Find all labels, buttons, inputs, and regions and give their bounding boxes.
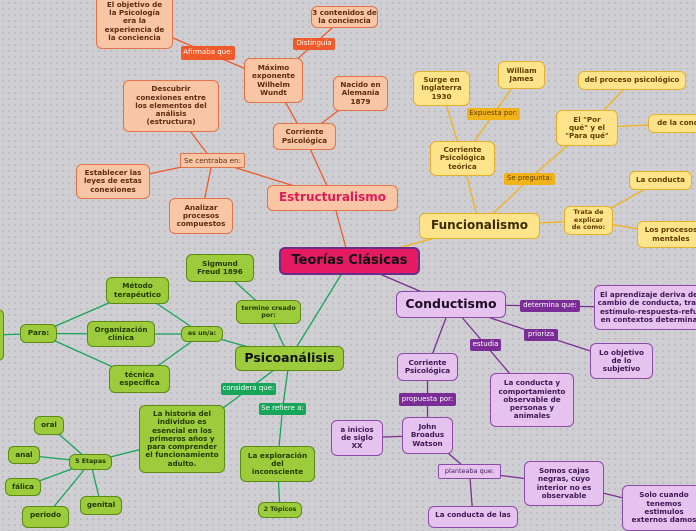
proceso-psicologico-node[interactable]: del proceso psicológico — [578, 71, 686, 90]
watson-node[interactable]: John Broadus Watson — [402, 417, 453, 454]
prioriza-label[interactable]: prioriza — [524, 329, 558, 341]
objetivo-node[interactable]: El objetivo de la Psicología era la expe… — [96, 0, 173, 49]
expuesta-label[interactable]: Expuesta por: — [467, 108, 520, 120]
objetivo-subjetivo-node[interactable]: Lo objetivo de lo subjetivo — [590, 343, 653, 379]
leyes-node[interactable]: Establecer las leyes de estas conexiones — [76, 164, 150, 199]
genital-node[interactable]: genital — [80, 496, 122, 515]
pregunta-label[interactable]: Se pregunta: — [504, 173, 555, 185]
determina-label[interactable]: determina que: — [520, 300, 580, 312]
propuesta-label[interactable]: propuesta por: — [399, 393, 456, 406]
maximo-exponente-node[interactable]: Máximo exponente Wilhelm Wundt — [244, 58, 303, 103]
considera-label[interactable]: considera que: — [221, 383, 276, 395]
root-node[interactable]: Teorías Clásicas — [279, 247, 420, 275]
cajas-negras-node[interactable]: Somos cajas negras, cuyo interior no es … — [524, 461, 604, 506]
refiere-label[interactable]: Se refiere a: — [259, 403, 306, 415]
procesos-mentales-node[interactable]: Los procesos mentales — [637, 221, 696, 248]
solo-cuando-node[interactable]: Solo cuando tenemos estimulos externos d… — [622, 485, 696, 531]
contenidos-node[interactable]: 3 contenidos de la conciencia — [311, 6, 378, 28]
descubrir-node[interactable]: Descubrir conexiones entre los elementos… — [123, 80, 219, 132]
trata-de-explicar-node[interactable]: Trata de explicar de como: — [564, 206, 613, 235]
dos-topicos-label[interactable]: 2 Tópicos — [258, 502, 302, 518]
planteaba-label[interactable]: planteaba que: — [438, 464, 501, 479]
historia-individuo-node[interactable]: La historia del individuo es esencial en… — [139, 405, 225, 473]
funcionalismo-node[interactable]: Funcionalismo — [419, 213, 540, 239]
afirmaba-label[interactable]: Afirmaba que: — [181, 46, 235, 60]
corriente-psicologica-node[interactable]: Corriente Psicológica — [273, 123, 336, 150]
conductismo-node[interactable]: Conductismo — [396, 291, 506, 318]
metodo-terapeutico-node[interactable]: Método terapéutico — [106, 277, 169, 304]
estudia-label[interactable]: estudia — [470, 339, 501, 351]
es-un-label[interactable]: es un/a: — [181, 326, 223, 342]
corriente-psicologica-node[interactable]: Corriente Psicológica — [397, 353, 458, 381]
aprendizaje-node[interactable]: El aprendizaje deriva de cambio de condu… — [594, 285, 696, 330]
inicios-siglo-node[interactable]: a inicios de siglo XX — [331, 420, 383, 456]
para-label[interactable]: Para: — [20, 324, 57, 343]
periodo-node[interactable]: periodo — [22, 506, 69, 528]
conducta-de-las-node[interactable]: La conducta de las — [428, 506, 518, 528]
anal-node[interactable]: anal — [8, 446, 40, 464]
centraba-label[interactable]: Se centraba en: — [180, 153, 245, 168]
nacido-node[interactable]: Nacido en Alemania 1879 — [333, 76, 388, 111]
analizar-node[interactable]: Analizar procesos compuestos — [169, 198, 233, 234]
sigmund-freud-node[interactable]: Sigmund Freud 1896 — [186, 254, 254, 282]
tecnica-especifica-node[interactable]: técnica específica — [109, 365, 170, 393]
oral-node[interactable]: oral — [34, 416, 64, 435]
estructuralismo-node[interactable]: Estructuralismo — [267, 185, 398, 211]
la-conducta-node[interactable]: La conducta — [629, 171, 692, 190]
william-james-node[interactable]: William James — [498, 61, 545, 89]
psicoanalisis-node[interactable]: Psicoanálisis — [235, 346, 344, 371]
organizacion-clinica-node[interactable]: Organización clínica — [87, 321, 155, 347]
distinguia-label[interactable]: Distinguía — [293, 38, 335, 50]
corriente-teorica-node[interactable]: Corriente Psicológica teórica — [430, 141, 495, 176]
termino-creado-label[interactable]: termino creado por: — [236, 300, 301, 324]
exploracion-inconsciente-node[interactable]: La exploración del inconsciente — [240, 446, 315, 482]
falica-node[interactable]: fálica — [5, 478, 41, 496]
conducta-observable-node[interactable]: La conducta y comportamiento observable … — [490, 373, 574, 427]
de-la-conducta-node[interactable]: de la cond — [648, 114, 696, 133]
cinco-etapas-label[interactable]: 5 Etapas — [69, 454, 112, 470]
offscreen-node[interactable] — [0, 309, 4, 361]
surge-node[interactable]: Surge en Inglaterra 1930 — [413, 71, 470, 106]
por-que-node[interactable]: El "Por qué" y el "Para qué" — [556, 110, 618, 146]
